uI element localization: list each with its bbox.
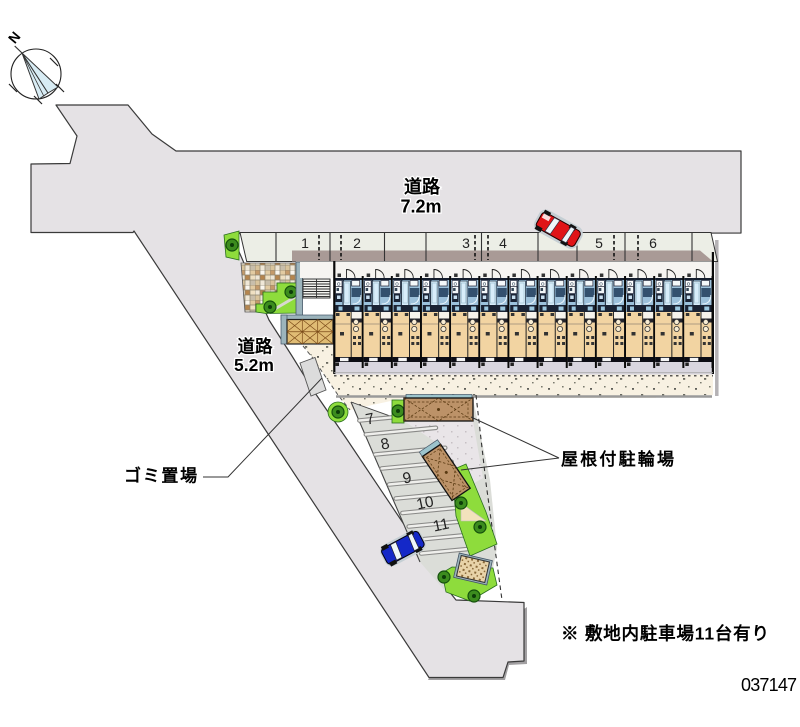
- svg-text:1: 1: [301, 235, 309, 251]
- svg-text:3: 3: [462, 235, 470, 251]
- svg-text:8: 8: [379, 435, 391, 453]
- svg-text:9: 9: [401, 469, 413, 487]
- svg-text:2: 2: [353, 235, 361, 251]
- svg-text:道路: 道路: [404, 176, 441, 197]
- svg-text:ゴミ置場: ゴミ置場: [124, 466, 199, 486]
- svg-text:※ 敷地内駐車場11台有り: ※ 敷地内駐車場11台有り: [561, 624, 770, 644]
- svg-text:037147: 037147: [741, 675, 797, 695]
- svg-text:10: 10: [415, 493, 436, 513]
- svg-text:5: 5: [595, 235, 603, 251]
- svg-text:11: 11: [431, 516, 450, 536]
- svg-text:7.2m: 7.2m: [400, 197, 441, 217]
- svg-text:道路: 道路: [238, 337, 273, 357]
- svg-text:7: 7: [364, 410, 376, 428]
- svg-text:6: 6: [649, 235, 657, 251]
- svg-text:4: 4: [499, 235, 507, 251]
- svg-text:5.2m: 5.2m: [234, 355, 274, 375]
- svg-text:屋根付駐輪場: 屋根付駐輪場: [561, 449, 676, 469]
